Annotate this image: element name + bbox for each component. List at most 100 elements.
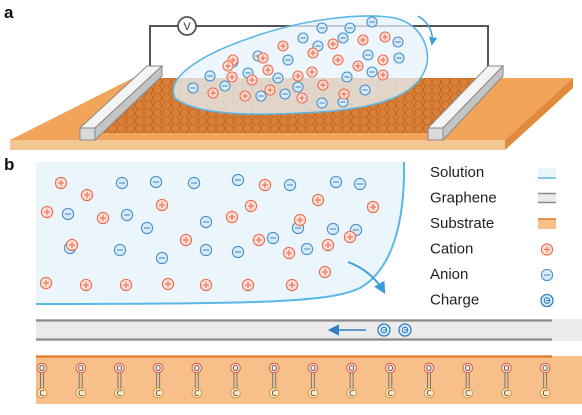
anion-icon — [316, 22, 328, 34]
charge-icon — [540, 293, 554, 308]
anion-icon — [300, 242, 314, 256]
cation-icon — [540, 243, 554, 256]
legend-label: Cation — [430, 241, 473, 258]
cation-icon — [80, 188, 94, 202]
panel-label-b: b — [4, 155, 14, 174]
panel-b-flow-arrow — [347, 261, 386, 295]
carbon-atom-label: C — [465, 389, 470, 398]
carbon-atom-label: C — [426, 389, 431, 398]
legend-item-substrate: Substrate — [430, 215, 556, 232]
anion-icon — [393, 52, 405, 64]
cation-icon — [257, 52, 269, 64]
panel-b-ions — [39, 173, 380, 292]
oxygen-atom-label: O — [116, 364, 122, 373]
anion-icon — [199, 243, 213, 257]
cation-icon — [296, 92, 308, 104]
oc-group: OC — [307, 362, 319, 399]
oc-group: OC — [462, 362, 474, 399]
anion-icon — [392, 36, 404, 48]
cation-icon — [311, 193, 325, 207]
anion-icon — [341, 71, 353, 83]
anion-icon — [155, 251, 169, 265]
cation-icon — [366, 200, 380, 214]
carbon-atom-label: C — [310, 389, 315, 398]
oxygen-atom-label: O — [426, 364, 432, 373]
cation-icon — [252, 233, 266, 247]
voltmeter-icon: V — [177, 16, 197, 36]
cation-icon — [379, 31, 391, 43]
oc-group: OC — [423, 362, 435, 399]
carbon-atom-label: C — [155, 389, 160, 398]
cation-icon — [317, 79, 329, 91]
anion-icon — [115, 176, 129, 190]
carbon-atom-label: C — [233, 389, 238, 398]
cation-icon — [307, 47, 319, 59]
oc-group: OC — [501, 362, 512, 399]
anion-icon — [140, 221, 154, 235]
legend-item-graphene: Graphene — [430, 190, 556, 207]
panel-label-a: a — [4, 3, 14, 22]
graphene-swatch — [538, 193, 556, 203]
carbon-atom-label: C — [542, 389, 547, 398]
cation-icon — [338, 88, 350, 100]
cation-icon — [244, 199, 258, 213]
oc-group: OC — [152, 362, 164, 399]
anion-icon — [149, 175, 163, 189]
charge-icon — [377, 323, 391, 337]
solution-swatch — [538, 168, 556, 178]
oxygen-atom-label: O — [155, 364, 161, 373]
anion-icon — [187, 82, 199, 94]
cation-icon — [239, 90, 251, 102]
carbon-atom-label: C — [272, 389, 277, 398]
cation-icon — [262, 64, 274, 76]
anion-icon — [204, 70, 216, 82]
anion-icon — [113, 243, 127, 257]
cation-icon — [54, 176, 68, 190]
oxygen-atom-label: O — [310, 364, 316, 373]
anion-icon — [199, 215, 213, 229]
anion-icon — [219, 80, 231, 92]
legend-label: Charge — [430, 292, 479, 309]
legend-label: Substrate — [430, 215, 494, 232]
oxygen-atom-label: O — [194, 364, 200, 373]
anion-icon — [279, 88, 291, 100]
anion-icon — [362, 49, 374, 61]
cation-icon — [332, 54, 344, 66]
cation-icon — [119, 278, 133, 292]
carbon-atom-label: C — [194, 389, 199, 398]
oc-group: OC — [230, 362, 241, 399]
oc-group: OC — [191, 362, 203, 399]
anion-icon — [329, 175, 343, 189]
cation-icon — [155, 198, 169, 212]
voltmeter-symbol: V — [183, 21, 191, 33]
cation-icon — [282, 246, 296, 260]
cation-icon — [321, 238, 335, 252]
oc-group: OC — [36, 362, 48, 399]
cation-icon — [65, 238, 79, 252]
left-electrode — [78, 64, 164, 142]
panel-b-solution-boundary — [35, 161, 406, 305]
carbon-atom-label: C — [78, 389, 83, 398]
cation-icon — [40, 205, 54, 219]
panel-b-solution-region — [36, 162, 405, 304]
cation-icon — [222, 60, 234, 72]
oxygen-atom-label: O — [233, 364, 239, 373]
cation-icon — [306, 66, 318, 78]
cation-icon — [318, 265, 332, 279]
cation-icon — [258, 178, 272, 192]
cation-icon — [199, 278, 213, 292]
charge-icon — [398, 323, 412, 337]
cation-icon — [225, 210, 239, 224]
anion-icon — [283, 178, 297, 192]
legend-item-cation: Cation — [430, 241, 554, 258]
cation-icon — [79, 278, 93, 292]
cation-icon — [207, 87, 219, 99]
oc-group: OC — [268, 362, 280, 399]
panel-a-ions — [187, 16, 405, 109]
carbon-atom-label: C — [504, 389, 509, 398]
anion-icon — [344, 22, 356, 34]
carbon-atom-label: C — [117, 389, 122, 398]
legend-label: Graphene — [430, 190, 497, 207]
anion-icon — [120, 208, 134, 222]
